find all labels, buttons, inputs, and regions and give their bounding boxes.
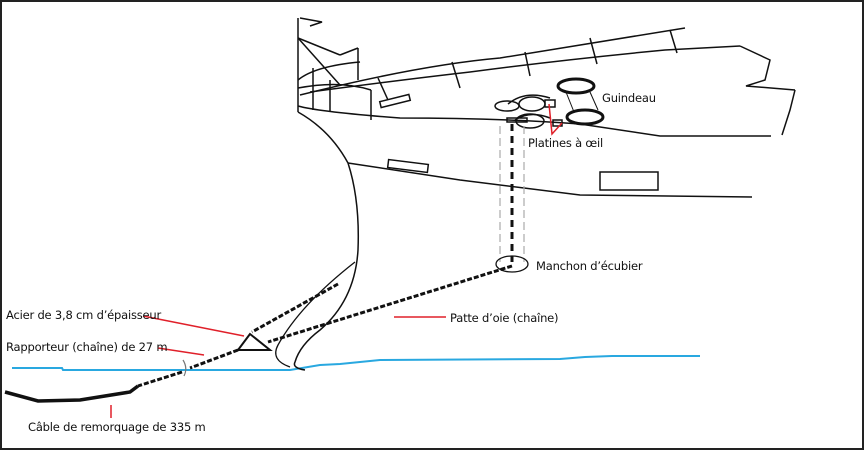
shackle <box>182 359 187 377</box>
windlass <box>494 77 605 129</box>
leader-lines <box>110 103 563 418</box>
bow-mast <box>297 17 372 120</box>
label-tow-cable: Câble de remorquage de 335 m <box>28 420 206 434</box>
hawse-pipe <box>495 124 529 273</box>
label-windlass: Guindeau <box>602 91 656 105</box>
tow-cable <box>4 384 140 403</box>
label-pennant: Rapporteur (chaîne) de 27 m <box>6 340 168 354</box>
label-steel-plate: Acier de 3,8 cm d’épaisseur <box>6 308 162 322</box>
bridle-rope <box>275 261 356 368</box>
label-hawse-pipe: Manchon d’écubier <box>536 259 643 273</box>
label-bridle: Patte d’oie (chaîne) <box>450 311 559 325</box>
ship-hull <box>293 111 753 371</box>
pennant-chain-lower <box>137 370 183 388</box>
bridle-chain <box>251 264 513 344</box>
water-line <box>12 355 700 371</box>
label-eye-plates: Platines à œil <box>528 136 603 150</box>
pennant-chain <box>189 348 239 370</box>
steel-plate <box>236 332 273 351</box>
ship-deck <box>297 27 796 137</box>
